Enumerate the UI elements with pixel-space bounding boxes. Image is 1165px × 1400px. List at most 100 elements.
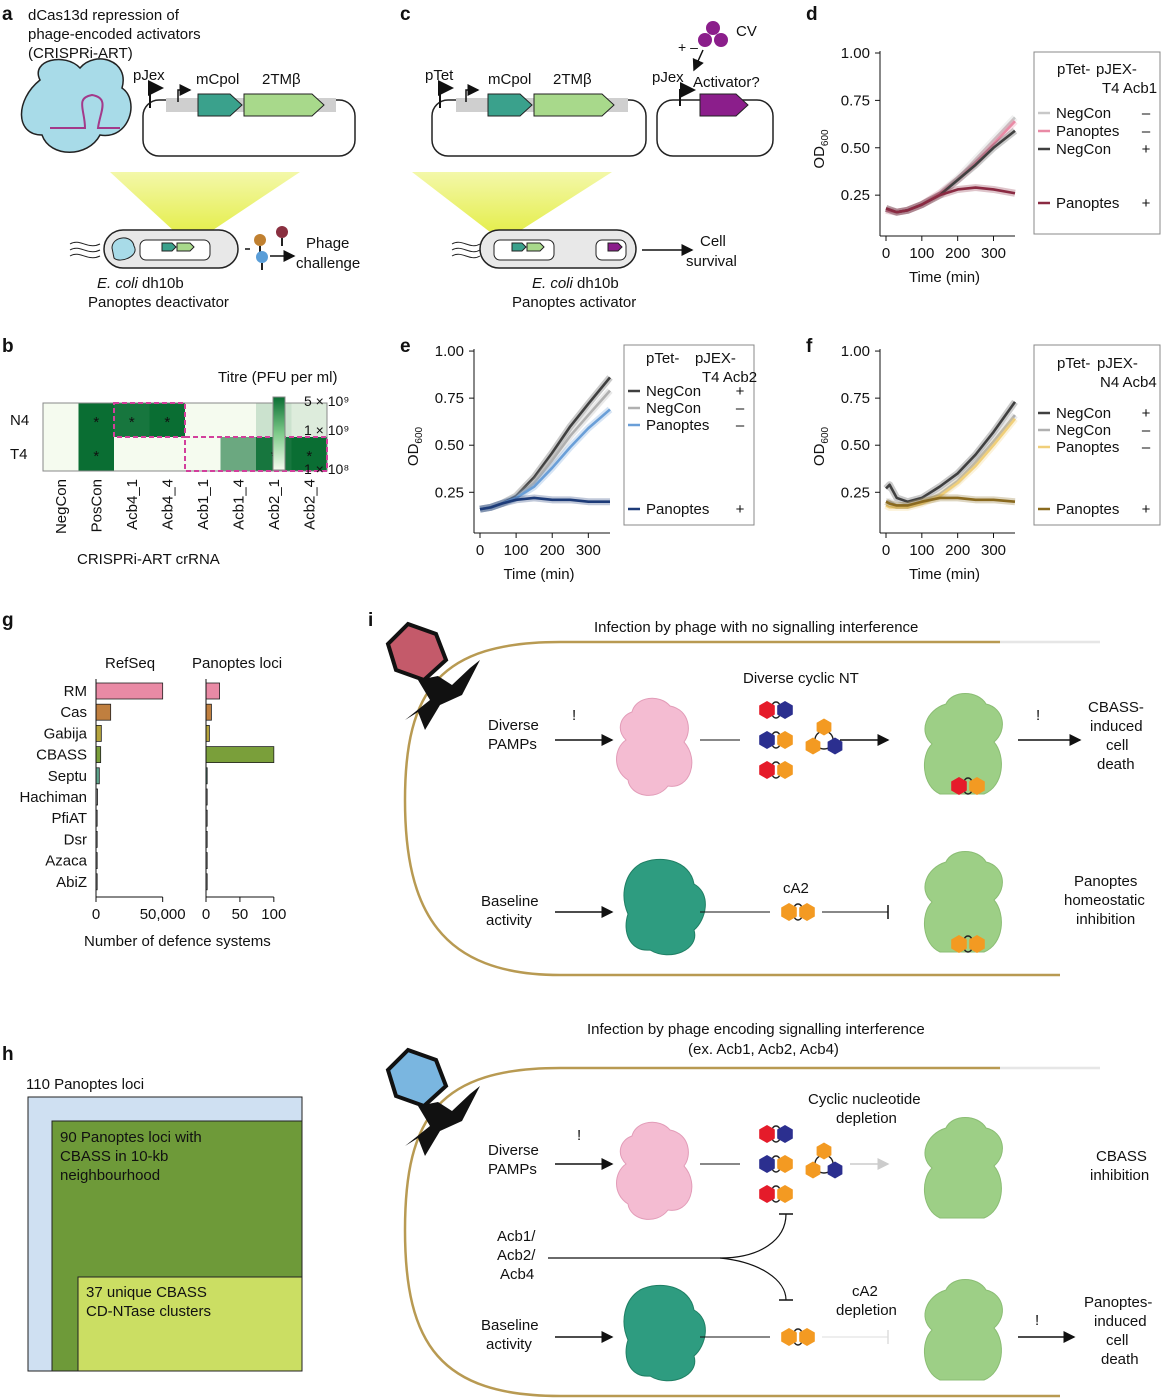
colorbar xyxy=(272,396,286,471)
pamps-2: PAMPs xyxy=(488,736,537,753)
baseline-1: Baseline xyxy=(481,893,539,910)
nucleotide-top xyxy=(816,1142,832,1160)
bar-1-2 xyxy=(205,725,210,742)
nucleotide-right xyxy=(827,737,843,755)
panel-h: h 110 Panoptes loci 90 Panoptes loci wit… xyxy=(2,1044,303,1372)
panel-letter-h: h xyxy=(2,1044,14,1065)
bar-xlabel: Number of defence systems xyxy=(84,933,271,950)
homeostatic-1: Panoptes xyxy=(1074,873,1137,890)
strain-c: E. coli dh10b xyxy=(532,275,619,292)
panel-a: a dCas13d repression of phage-encoded ac… xyxy=(2,4,360,311)
legend-sign-0: + xyxy=(736,383,745,400)
bang-3: ! xyxy=(577,1127,581,1144)
panel-letter-c: c xyxy=(400,4,411,25)
homeostatic-3: inhibition xyxy=(1076,911,1135,928)
heatmap-border xyxy=(42,402,328,472)
crrna-icon xyxy=(50,93,120,129)
bar-category-label: Azaca xyxy=(45,853,87,870)
i-bottom-title-2: (ex. Acb1, Acb2, Acb4) xyxy=(688,1041,839,1058)
nucleotide-left xyxy=(805,1161,821,1179)
strain-a: E. coli dh10b xyxy=(97,275,184,292)
cbass-inhibition-2: inhibition xyxy=(1090,1167,1149,1184)
heatmap-b: N4***T4***NegConPosConAcb4_1Acb4_4Acb1_1… xyxy=(10,402,328,534)
baseline-b-2: activity xyxy=(486,1336,532,1353)
heatmap-cell xyxy=(43,437,79,471)
cd-ntase-protein-top xyxy=(616,697,693,796)
promoter-pjex-a: pJex xyxy=(133,67,165,84)
bar-x-tick-label: 0 xyxy=(202,906,210,923)
bound-dinucleotide xyxy=(951,777,985,795)
nucleotide-right xyxy=(799,903,815,921)
bar-1-3 xyxy=(205,746,275,763)
strain-name-a: Panoptes deactivator xyxy=(88,294,229,311)
cyclic-dinucleotide-1 xyxy=(759,1125,793,1143)
cbass-death-4: death xyxy=(1097,756,1135,773)
ca2-label-top: cA2 xyxy=(783,880,809,897)
x-axis-label: Time (min) xyxy=(909,269,980,286)
legend-header-1: pJEX- xyxy=(1096,61,1137,78)
nucleotide-left xyxy=(951,935,967,953)
x-tick-label: 100 xyxy=(504,542,529,559)
legend-sign-3: + xyxy=(1142,195,1151,212)
cyclic-trinucleotide xyxy=(805,718,843,755)
baseline-b-1: Baseline xyxy=(481,1317,539,1334)
y-axis-label: OD600 xyxy=(405,426,425,466)
x-tick-label: 100 xyxy=(909,245,934,262)
legend-sign-0: + xyxy=(1142,405,1151,422)
bar-category-label: Gabija xyxy=(44,725,88,742)
highlight-acb4 xyxy=(113,402,186,438)
phage-icon-top xyxy=(385,621,480,730)
pamps-b-1: Diverse xyxy=(488,1142,539,1159)
heatmap-cell xyxy=(220,403,256,437)
heatmap-row-label: T4 xyxy=(10,446,28,463)
panoptes-death-3: cell xyxy=(1106,1332,1129,1349)
h-box3-1: 37 unique CBASS xyxy=(86,1284,207,1301)
legend-box xyxy=(623,344,755,526)
x-tick-label: 200 xyxy=(945,542,970,559)
nucleotide-right xyxy=(827,1161,843,1179)
legend-sign-3: + xyxy=(1142,501,1151,518)
heatmap-star: * xyxy=(164,414,170,431)
cyclic-dinucleotide-2 xyxy=(759,1155,793,1173)
diverse-cyclic-nt: Diverse cyclic NT xyxy=(743,670,859,687)
gene-2tmb-a xyxy=(243,93,325,117)
panel-letter-a: a xyxy=(2,4,13,25)
cell-membrane-bottom xyxy=(403,1066,1060,1398)
x-tick-label: 200 xyxy=(540,542,565,559)
cyclic-dinucleotide-1 xyxy=(759,701,793,719)
homeostatic-2: homeostatic xyxy=(1064,892,1145,909)
panoptes-death-2: induced xyxy=(1094,1313,1147,1330)
bar-category-label: RM xyxy=(64,683,87,700)
y-axis-label-sub: 600 xyxy=(820,129,831,146)
bound-nucleotide-top xyxy=(951,777,985,795)
y-tick-label: 1.00 xyxy=(841,343,870,360)
nucleotide-left xyxy=(759,1155,775,1173)
panoptes-protein-baseline-top xyxy=(623,858,706,956)
panoptes-protein-top-1 xyxy=(923,693,1003,795)
bang-2: ! xyxy=(1036,707,1040,724)
heatmap-col-label: Acb1_1 xyxy=(195,479,212,530)
legend-d: pTet-pJEX-T4 Acb1NegCon–Panoptes–NegCon+… xyxy=(1033,51,1161,235)
bound-ca2 xyxy=(951,935,985,953)
y-tick-label: 0.50 xyxy=(841,437,870,454)
nucleotide-right xyxy=(777,701,793,719)
bar-1-1 xyxy=(205,703,212,721)
ca2-molecule-bottom xyxy=(781,1328,815,1346)
bar-0-3 xyxy=(95,746,102,763)
legend-f: pTet-pJEX-N4 Acb4NegCon+NegCon–Panoptes–… xyxy=(1033,344,1161,526)
h-box2-1: 90 Panoptes loci with xyxy=(60,1129,202,1146)
gene-2tmb-label-a: 2TMβ xyxy=(262,71,301,88)
legend-name-2: NegCon xyxy=(1056,141,1111,158)
legend-header-0: pTet- xyxy=(1057,61,1090,78)
ca2-molecule-top xyxy=(781,903,815,921)
y-tick-label: 0.50 xyxy=(841,140,870,157)
ca2-depletion-2: depletion xyxy=(836,1302,897,1319)
nucleotide-left xyxy=(759,701,775,719)
bar-category-label: Hachiman xyxy=(19,789,87,806)
bar-0-1 xyxy=(95,703,112,721)
panel-i: i Infection by phage with no signalling … xyxy=(368,610,1152,1398)
cyclic-dinucleotide-3 xyxy=(759,761,793,779)
